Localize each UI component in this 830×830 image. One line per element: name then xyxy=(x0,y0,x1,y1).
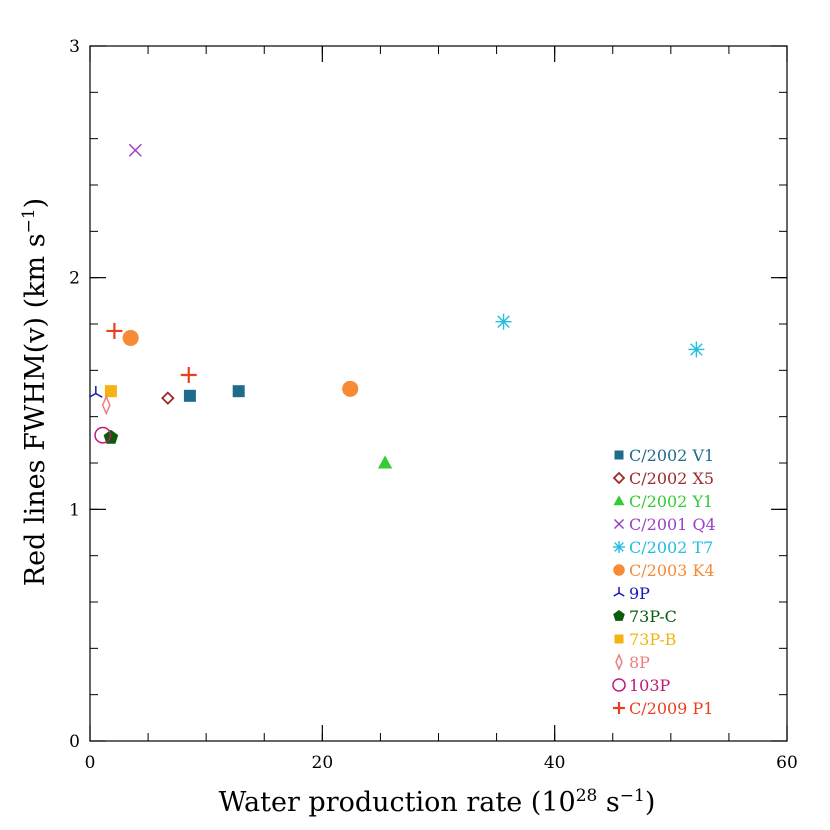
x-tick-label: 60 xyxy=(776,753,798,773)
x-axis-title: Water production rate (1028 s−1) xyxy=(219,786,656,818)
legend-label: 73P-B xyxy=(629,630,676,649)
data-point xyxy=(106,322,123,339)
data-points xyxy=(88,143,705,469)
legend-marker xyxy=(613,610,625,621)
legend-label: 9P xyxy=(629,584,650,603)
data-point xyxy=(104,385,117,398)
legend-label: 73P-C xyxy=(629,607,677,626)
data-point xyxy=(495,313,512,330)
y-tick-label: 3 xyxy=(69,37,80,57)
legend-label: C/2002 Y1 xyxy=(629,492,713,511)
y-axis-title: Red lines FWHM(v) (km s−1) xyxy=(19,198,51,586)
legend-label: C/2001 Q4 xyxy=(629,515,716,534)
data-point xyxy=(232,385,245,398)
data-point xyxy=(342,380,359,397)
legend-marker xyxy=(612,678,626,692)
legend-marker xyxy=(613,495,625,506)
data-point xyxy=(183,389,196,402)
legend-label: 8P xyxy=(629,653,650,672)
data-point xyxy=(180,366,197,383)
legend-marker xyxy=(613,702,625,714)
legend: C/2002 V1 C/2002 X5 C/2002 Y1 C/2001 Q4 C/20… xyxy=(612,446,716,718)
legend-label: C/2002 V1 xyxy=(629,446,714,465)
legend-label: C/2003 K4 xyxy=(629,561,715,580)
legend-label: 103P xyxy=(629,676,671,695)
legend-marker xyxy=(613,518,625,530)
data-point xyxy=(122,329,139,346)
x-tick-label: 40 xyxy=(544,753,566,773)
data-point xyxy=(88,386,103,398)
legend-marker xyxy=(613,587,625,597)
data-point xyxy=(688,341,705,358)
legend-marker xyxy=(613,541,625,553)
data-point xyxy=(377,455,393,469)
legend-marker xyxy=(614,450,624,460)
axis-ticks xyxy=(89,45,788,742)
legend-label: C/2009 P1 xyxy=(629,699,713,718)
legend-marker xyxy=(613,564,625,576)
legend-marker xyxy=(612,471,626,485)
legend-label: C/2002 X5 xyxy=(629,469,714,488)
x-tick-label: 20 xyxy=(312,753,334,773)
data-point xyxy=(161,391,175,405)
legend-label: C/2002 T7 xyxy=(629,538,713,557)
tick-labels: 0 20 40 60 0 1 2 3 xyxy=(69,37,798,773)
y-tick-label: 0 xyxy=(69,732,80,752)
data-point xyxy=(94,426,112,444)
y-tick-label: 1 xyxy=(69,500,80,520)
data-point xyxy=(101,394,111,416)
legend-marker xyxy=(615,653,623,671)
y-tick-label: 2 xyxy=(69,269,80,289)
x-tick-label: 0 xyxy=(85,753,96,773)
legend-marker xyxy=(614,634,624,644)
data-point xyxy=(128,143,142,157)
